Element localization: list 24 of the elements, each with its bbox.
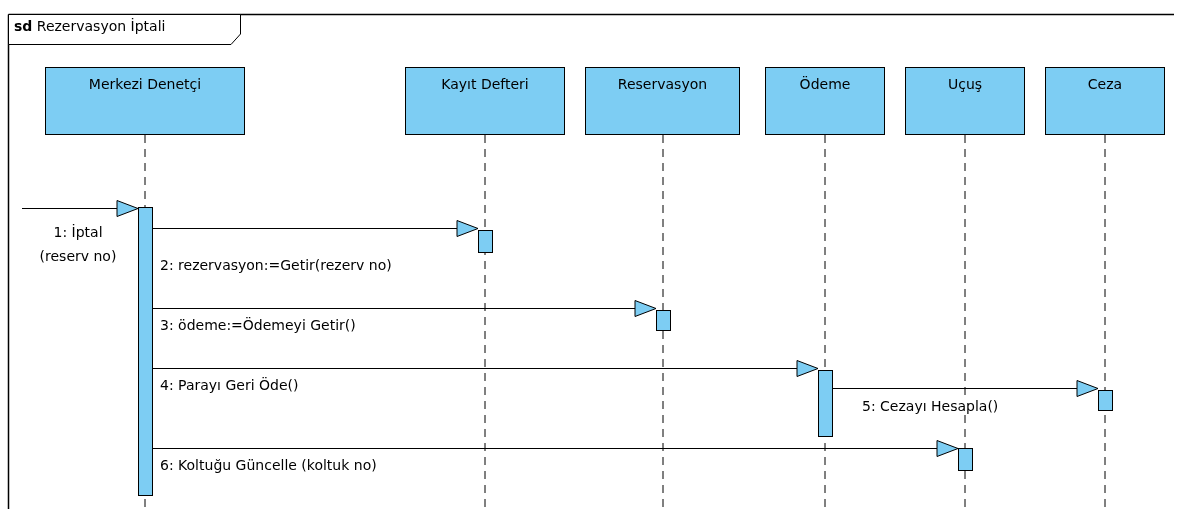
participant-box: Ödeme xyxy=(765,67,885,135)
diagram-title: sd Rezervasyon İptali xyxy=(14,18,166,34)
participant-box: Merkezi Denetçi xyxy=(45,67,245,135)
activation-bar xyxy=(958,448,973,471)
participant-box: Reservasyon xyxy=(585,67,740,135)
participant-box: Kayıt Defteri xyxy=(405,67,565,135)
message-arrow xyxy=(151,300,657,317)
participant-box: Uçuş xyxy=(905,67,1025,135)
activation-bar xyxy=(1098,390,1113,411)
message-label: 5: Cezayı Hesapla() xyxy=(862,397,999,415)
message-label: 3: ödeme:=Ödemeyi Getir() xyxy=(160,316,356,334)
activation-bar xyxy=(818,370,833,437)
message-label: 4: Parayı Geri Öde() xyxy=(160,376,299,394)
message-arrow xyxy=(151,220,479,237)
activation-bar xyxy=(138,207,153,496)
message-label: 2: rezervasyon:=Getir(rezerv no) xyxy=(160,256,392,274)
message-arrow xyxy=(21,200,139,217)
activation-bar xyxy=(478,230,493,253)
message-arrow xyxy=(151,360,819,377)
message-arrow xyxy=(151,440,959,457)
activation-bar xyxy=(656,310,671,331)
message-arrow xyxy=(831,380,1099,397)
participant-box: Ceza xyxy=(1045,67,1165,135)
message-label: 6: Koltuğu Güncelle (koltuk no) xyxy=(160,456,377,474)
